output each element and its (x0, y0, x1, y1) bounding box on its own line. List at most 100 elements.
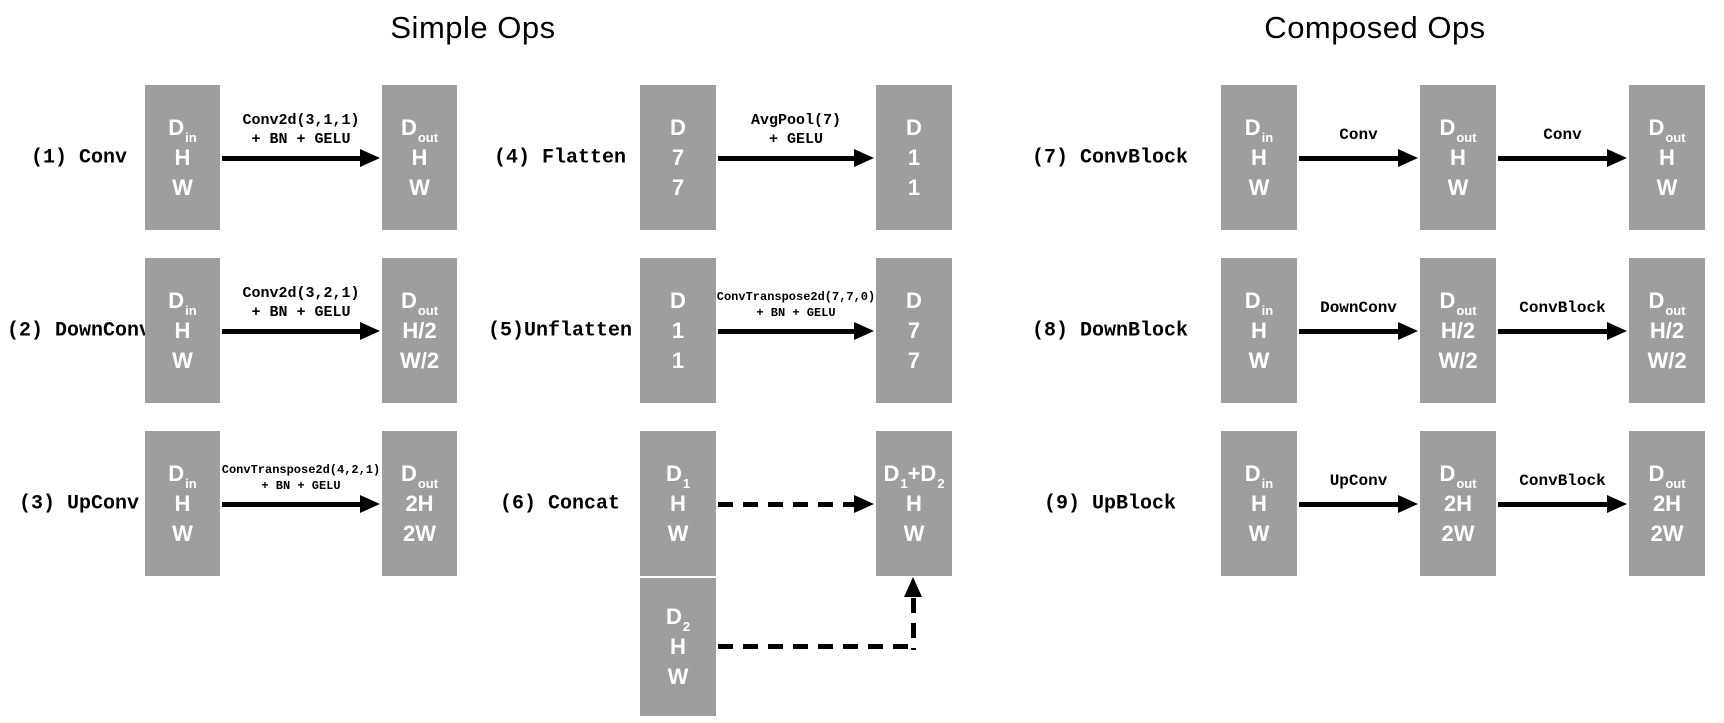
tensor-dim-line: W/2 (1647, 346, 1686, 376)
tensor-dim-line: 7 (908, 316, 920, 346)
dim-subscript: in (1261, 129, 1274, 145)
tensor-dim-line: H (670, 632, 686, 662)
downblock-arrow-0-label: DownConv (1199, 298, 1519, 318)
tensor-dim-line: D1+D2 (883, 459, 944, 491)
tensor-dim-line: H (1251, 316, 1267, 346)
tensor-dim-line: 1 (672, 346, 684, 376)
dim-text: D (400, 287, 417, 313)
tensor-dim-line: Dout (1648, 459, 1685, 491)
dim-text: D (400, 460, 417, 486)
dim-text: D (906, 114, 922, 140)
dim-text: H (174, 490, 191, 516)
dim-subscript: out (1665, 302, 1686, 318)
tensor-dim-line: 7 (672, 173, 684, 203)
tensor-dim-line: Dout (1439, 286, 1476, 318)
tensor-dim-line: 2H (405, 489, 433, 519)
arrow-label-line: DownConv (1320, 299, 1397, 317)
upblock-arrow-1-label: ConvBlock (1403, 471, 1723, 491)
upconv-arrow-0-label: ConvTranspose2d(4,2,1)+ BN + GELU (141, 462, 461, 494)
upblock-arrow-0-head-icon (1398, 495, 1418, 513)
arrow-label-line: Conv (1543, 126, 1582, 144)
concat-arrow-1-vline (911, 598, 916, 650)
tensor-dim-line: H (1450, 143, 1466, 173)
concat-op-label: (6) Concat (499, 492, 621, 516)
tensor-dim-line: W (172, 519, 193, 549)
dim-text: D (400, 114, 417, 140)
conv-op-label: (1) Conv (30, 146, 128, 170)
tensor-dim-line: H/2 (402, 316, 436, 346)
tensor-dim-line: H (412, 143, 428, 173)
convblock-arrow-0-line (1299, 156, 1400, 161)
tensor-dim-line: W (172, 346, 193, 376)
composed-ops-title: Composed Ops (1264, 10, 1486, 45)
tensor-dim-line: H (175, 489, 191, 519)
tensor-dim-line: Dout (400, 459, 439, 491)
tensor-dim-line: W (1657, 173, 1678, 203)
dim-text: 2H (1652, 490, 1682, 516)
convblock-arrow-0-label: Conv (1199, 125, 1519, 145)
dim-text: W/2 (1647, 347, 1687, 373)
dim-text: 7 (671, 144, 685, 170)
dim-text: H (670, 634, 686, 659)
unflatten-op-label: (5)Unflatten (487, 319, 633, 343)
upconv-op-label: (3) UpConv (18, 492, 140, 516)
arrow-label-line: + GELU (768, 131, 823, 148)
dim-text: D (883, 460, 900, 486)
tensor-dim-line: D (906, 113, 922, 143)
dim-text: D (1648, 460, 1665, 486)
tensor-dim-line: W (668, 519, 689, 549)
arrow-label-line: + BN + GELU (251, 304, 351, 321)
upblock-arrow-1-line (1498, 502, 1609, 507)
dim-subscript: out (1665, 129, 1686, 145)
dim-subscript: in (185, 302, 197, 318)
dim-subscript: 1 (900, 475, 908, 491)
dim-text: +D (907, 460, 937, 486)
downblock-arrow-1-label: ConvBlock (1403, 298, 1723, 318)
dim-text: 7 (907, 347, 921, 373)
dim-text: H (174, 317, 191, 343)
upblock-op-label: (9) UpBlock (1043, 492, 1177, 516)
dim-text: D (1439, 287, 1456, 313)
dim-subscript: out (417, 475, 439, 491)
tensor-dim-line: Din (168, 459, 197, 491)
tensor-dim-line: D2 (666, 602, 690, 634)
dim-subscript: in (185, 475, 197, 491)
dim-text: H (1251, 490, 1267, 516)
dim-subscript: out (417, 302, 439, 318)
dim-text: 2W (1441, 520, 1475, 546)
tensor-dim-line: Din (1245, 113, 1274, 145)
dim-text: D (670, 287, 686, 313)
tensor-dim-line: Dout (1439, 113, 1476, 145)
dim-subscript: 1 (682, 475, 691, 491)
upblock-arrow-0-label: UpConv (1199, 471, 1519, 491)
arrow-label-line: + BN + GELU (756, 306, 836, 320)
tensor-dim-line: Din (168, 113, 196, 145)
tensor-dim-line: 7 (672, 143, 684, 173)
tensor-dim-line: Din (168, 286, 197, 318)
flatten-arrow-0-label: AvgPool(7)+ GELU (636, 111, 956, 149)
flatten-op-label: (4) Flatten (493, 146, 627, 170)
upconv-arrow-0-line (222, 502, 362, 507)
downconv-op-label: (2) DownConv (6, 319, 152, 343)
convblock-arrow-0-head-icon (1398, 149, 1418, 167)
concat-arrow-1-hline (718, 644, 916, 649)
dim-text: 2H (1443, 490, 1473, 516)
upconv-arrow-0-head-icon (360, 495, 380, 513)
dim-text: 1 (671, 347, 685, 373)
tensor-dim-line: Din (1245, 459, 1273, 491)
tensor-dim-line: Dout (400, 113, 438, 145)
tensor-dim-line: H/2 (1650, 316, 1684, 346)
dim-text: W (903, 520, 925, 546)
downconv-arrow-0-line (222, 329, 362, 334)
